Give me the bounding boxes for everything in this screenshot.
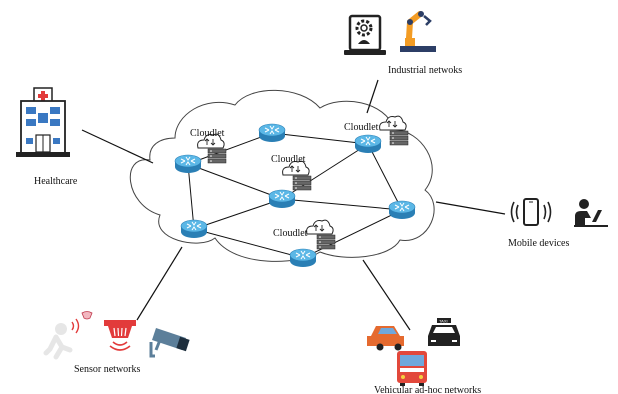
cloudlet-label: Cloudlet: [190, 128, 225, 139]
industrial-label: Industrial netwoks: [388, 65, 462, 76]
car-icon: [367, 326, 404, 351]
security-camera-icon: [149, 328, 190, 358]
router-node: [354, 134, 382, 154]
router-node: [258, 123, 286, 143]
smoke-detector-icon: [104, 320, 136, 351]
router-node: [268, 189, 296, 209]
router-node: [174, 154, 202, 174]
cloudlet-label: Cloudlet: [273, 228, 308, 239]
router-node: [289, 248, 317, 268]
person-laptop-icon: [574, 199, 608, 227]
vehicular-label: Vehicular ad-hoc networks: [374, 385, 481, 394]
healthcare-label: Healthcare: [34, 176, 78, 187]
bus-icon: [397, 351, 427, 386]
cloudlet-label: Cloudlet: [344, 122, 379, 133]
smartphone-icon: [510, 198, 552, 226]
taxi-sign: TAXI: [439, 319, 448, 324]
taxi-icon: TAXI: [428, 318, 460, 346]
router-node: [180, 219, 208, 239]
cloud-shape: [129, 89, 435, 262]
hospital-icon: [16, 87, 70, 157]
cloudlet-label: Cloudlet: [271, 154, 306, 165]
mobile-label: Mobile devices: [508, 238, 569, 249]
router-node: [388, 200, 416, 220]
person-sensor-icon: [43, 311, 93, 360]
sensor-label: Sensor networks: [74, 364, 140, 375]
industrial-laptop-icon: [344, 14, 386, 55]
robot-arm-icon: [400, 11, 436, 52]
external-links: [81, 79, 506, 331]
